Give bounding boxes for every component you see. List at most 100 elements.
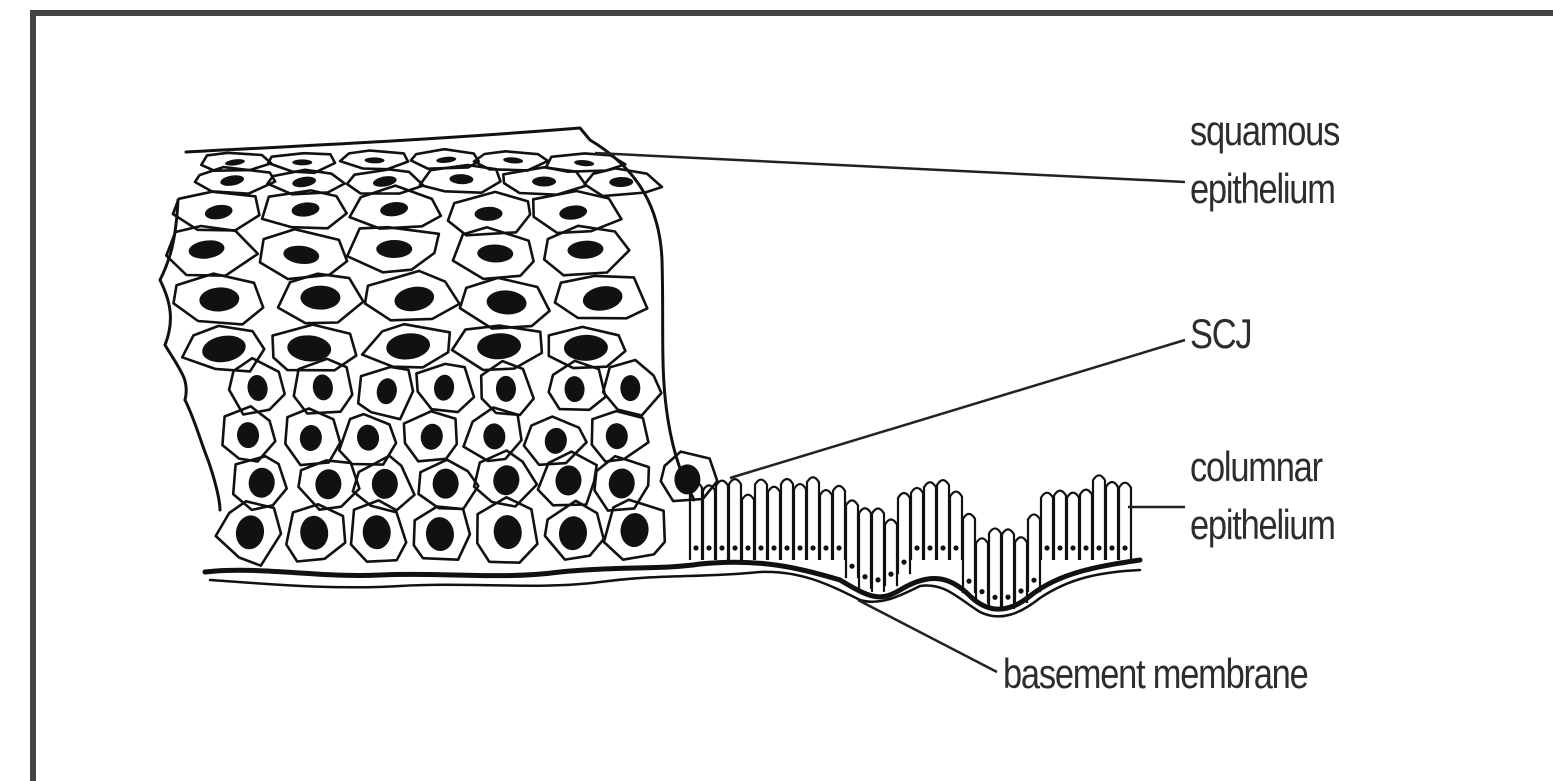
cell-nucleus <box>200 332 248 365</box>
label-basement-membrane: basement membrane <box>1003 645 1308 703</box>
cell-nucleus <box>433 374 456 402</box>
columnar-nucleus <box>914 545 919 550</box>
cell-nucleus <box>300 286 340 310</box>
cell-nucleus <box>492 514 523 551</box>
cell-nucleus <box>225 158 246 167</box>
cell-nucleus <box>188 238 226 260</box>
cell-nucleus <box>674 464 700 494</box>
label-columnar-line2: epithelium <box>1190 496 1335 554</box>
columnar-nucleus <box>1070 545 1075 550</box>
cell-nucleus <box>291 201 320 218</box>
cell-nucleus <box>375 377 399 406</box>
cell-nucleus <box>362 515 392 550</box>
label-basement-text: basement membrane <box>1003 645 1308 703</box>
columnar-nucleus <box>745 545 750 550</box>
columnar-nucleus <box>1018 588 1023 593</box>
columnar-nucleus <box>1083 545 1088 550</box>
columnar-nucleus <box>940 545 945 550</box>
cell-nucleus <box>220 174 245 188</box>
cell-nucleus <box>236 422 259 449</box>
cell-nucleus <box>393 284 436 314</box>
columnar-nucleus <box>992 595 997 600</box>
cell-nucleus <box>204 203 234 221</box>
columnar-cells <box>690 475 1131 609</box>
cell-nucleus <box>449 174 473 185</box>
cell-nucleus <box>477 244 513 263</box>
cell-nucleus <box>491 463 522 497</box>
cell-nucleus <box>233 513 266 551</box>
cell-nucleus <box>567 240 604 260</box>
cell-nucleus <box>532 176 556 186</box>
cell-nucleus <box>574 159 594 167</box>
label-columnar-epithelium: columnar epithelium <box>1190 438 1335 554</box>
cell-nucleus <box>432 468 459 499</box>
columnar-nucleus <box>719 545 724 550</box>
label-squamous-line2: epithelium <box>1190 160 1339 218</box>
cell-nucleus <box>376 240 412 258</box>
columnar-nucleus <box>784 545 789 550</box>
cell-nucleus <box>311 373 334 401</box>
cell-nucleus <box>496 376 517 402</box>
cell-nucleus <box>543 426 569 455</box>
columnar-nucleus <box>849 564 854 569</box>
columnar-nucleus <box>836 545 841 550</box>
columnar-nucleus <box>823 545 828 550</box>
cell-nucleus <box>564 334 609 361</box>
columnar-nucleus <box>1057 545 1062 550</box>
cell-nucleus <box>246 374 269 403</box>
basement-membrane-line <box>205 560 1140 609</box>
label-squamous-line1: squamous <box>1190 102 1339 160</box>
columnar-nucleus <box>797 545 802 550</box>
columnar-nucleus <box>901 559 906 564</box>
columnar-nucleus <box>1109 545 1114 550</box>
cell-nucleus <box>365 157 385 163</box>
cell-nucleus <box>314 468 343 501</box>
columnar-nucleus <box>979 589 984 594</box>
columnar-nucleus <box>875 577 880 582</box>
columnar-nucleus <box>1096 545 1101 550</box>
cell-nucleus <box>609 177 633 187</box>
cell-nucleus <box>282 244 320 266</box>
cell-nucleus <box>620 375 640 401</box>
cell-nucleus <box>292 159 312 165</box>
cell-nucleus <box>554 464 583 496</box>
cell-nucleus <box>299 424 324 452</box>
scj-leader-line <box>730 340 1185 478</box>
cell-nucleus <box>385 331 432 362</box>
label-scj-text: SCJ <box>1190 305 1251 363</box>
cell-nucleus <box>371 469 398 500</box>
columnar-nucleus <box>771 545 776 550</box>
columnar-nucleus <box>810 545 815 550</box>
cell-nucleus <box>486 289 528 316</box>
cell-nucleus <box>356 423 381 451</box>
columnar-nucleus <box>1005 595 1010 600</box>
cell-nucleus <box>558 204 588 221</box>
cell-nucleus <box>379 200 409 218</box>
columnar-nucleus <box>966 579 971 584</box>
cell-nucleus <box>581 283 625 314</box>
cell-nucleus <box>608 467 636 499</box>
label-scj: SCJ <box>1190 305 1251 363</box>
cell-nucleus <box>419 422 445 451</box>
cell-nucleus <box>482 422 506 450</box>
cell-nucleus <box>247 466 276 499</box>
cell-nucleus <box>199 286 240 313</box>
cell-nucleus <box>425 516 456 552</box>
squamous-leader-line <box>595 153 1185 182</box>
columnar-nucleus <box>693 545 698 550</box>
cell-nucleus <box>605 423 628 450</box>
cell-nucleus <box>292 175 317 189</box>
cell-nucleus <box>503 157 523 165</box>
columnar-nucleus <box>888 572 893 577</box>
columnar-nucleus <box>862 574 867 579</box>
columnar-nucleus <box>1044 545 1049 550</box>
cell-nucleus <box>557 515 588 551</box>
columnar-nucleus <box>758 545 763 550</box>
cell-nucleus <box>619 512 650 549</box>
cell-nucleus <box>564 376 585 403</box>
cell-nucleus <box>299 515 330 551</box>
columnar-nucleus <box>732 545 737 550</box>
columnar-nucleus <box>927 545 932 550</box>
cell-nucleus <box>476 332 521 360</box>
